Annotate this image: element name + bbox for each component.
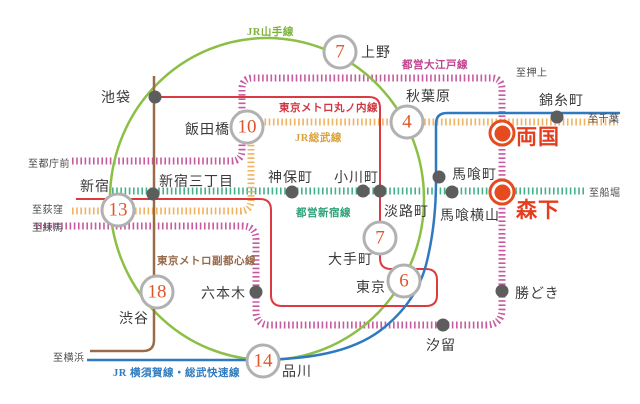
toei-oedo-line <box>35 74 506 329</box>
tokyo-metro-fukutoshin-line <box>90 76 156 353</box>
jr-yokosuka-sobu-rapid-line <box>87 111 620 362</box>
tokyo-metro-marunouchi-line <box>76 96 438 307</box>
